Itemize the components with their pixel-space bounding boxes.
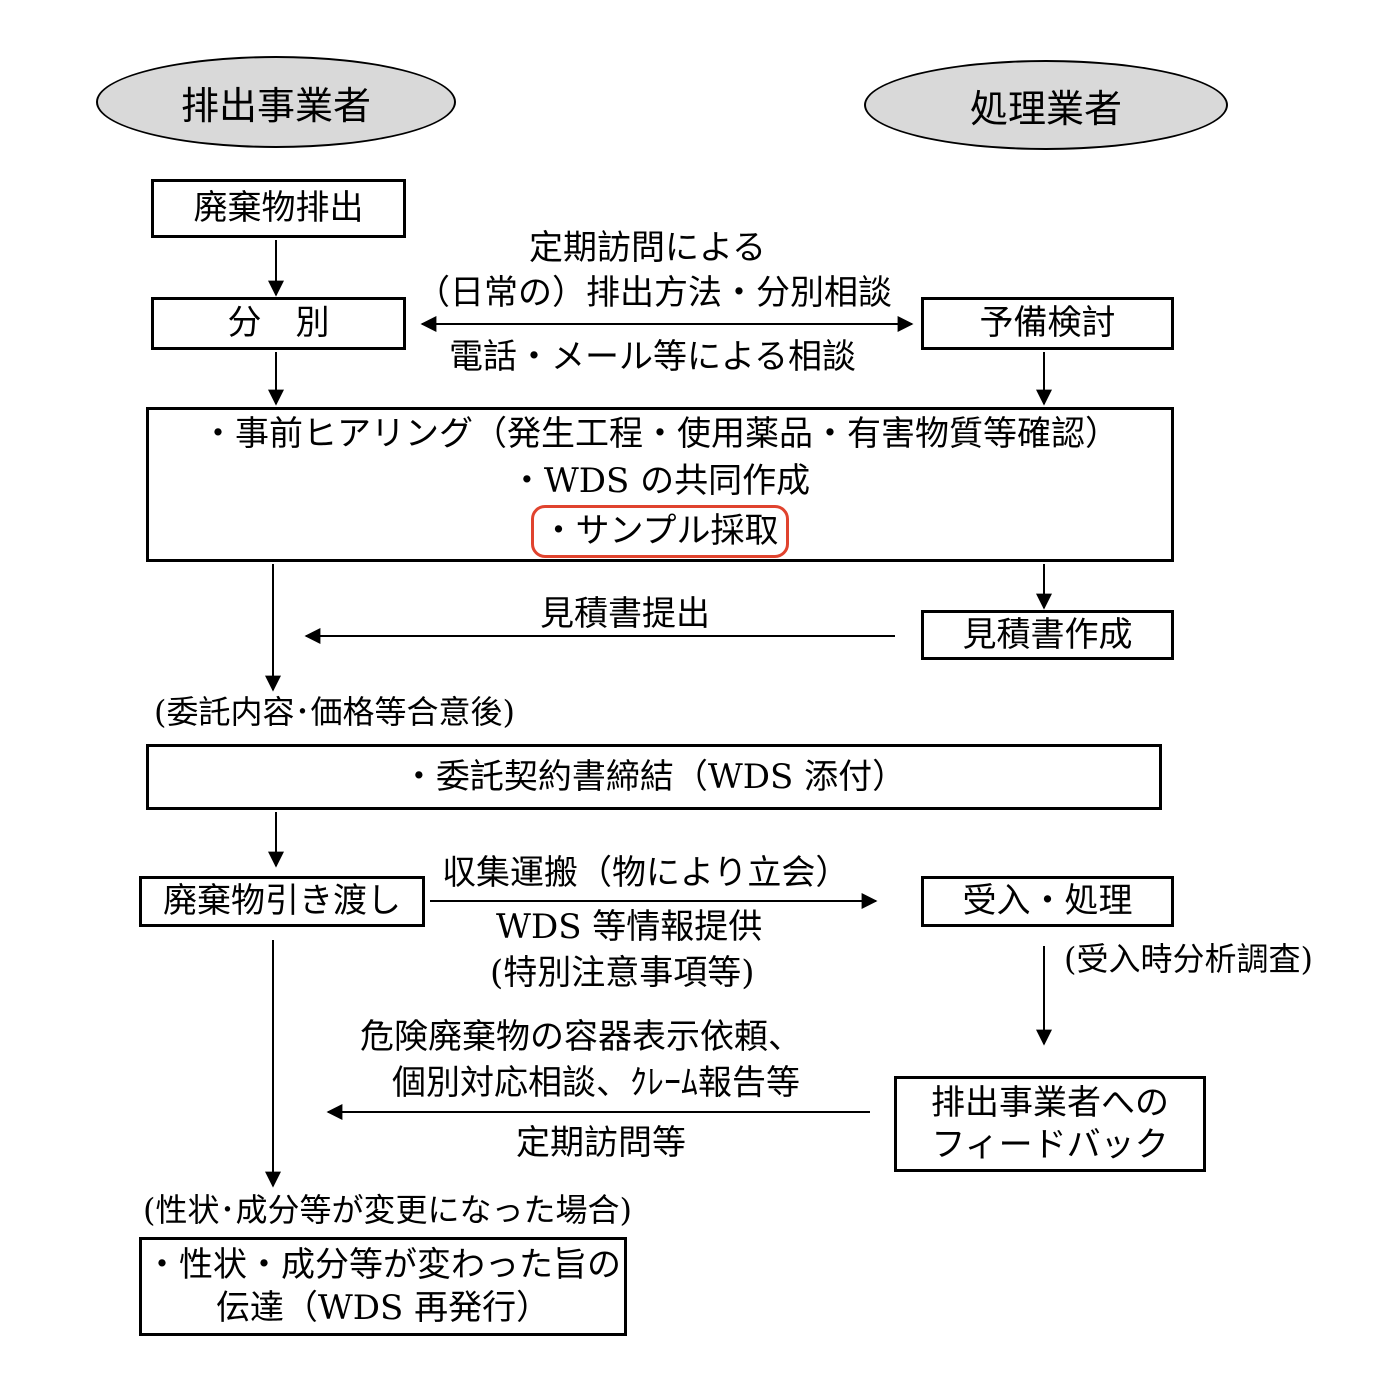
- box-hikiwatashi: 廃棄物引き渡し: [139, 876, 425, 927]
- box-mitsumori-sakusei-text: 見積書作成: [962, 614, 1133, 655]
- box-bunbetsu: 分 別: [151, 297, 406, 350]
- label-shuushuu-unpan: 収集運搬（物により立会）: [442, 853, 850, 893]
- actor-left-label: 排出事業者: [180, 83, 371, 128]
- label-teiki-houmon-1: 定期訪問による: [529, 228, 766, 268]
- pre-hearing-line1: ・事前ヒアリング（発生工程・使用薬品・有害物質等確認）: [201, 414, 1119, 455]
- pre-hearing-line3-sample: ・サンプル採取: [530, 504, 790, 558]
- box-ukeire-shori-text: 受入・処理: [962, 881, 1133, 922]
- label-denwa-mail: 電話・メール等による相談: [449, 337, 856, 377]
- box-haikibutsu-haishutsu: 廃棄物排出: [151, 179, 406, 238]
- label-mitsumori-teishutsu: 見積書提出: [540, 594, 710, 634]
- label-seijou-henkou: (性状･成分等が変更になった場合): [143, 1191, 632, 1229]
- feedback-line2: フィードバック: [931, 1125, 1169, 1165]
- box-hikiwatashi-text: 廃棄物引き渡し: [163, 881, 401, 922]
- actor-shori-gyousha: 処理業者: [864, 60, 1228, 150]
- box-haikibutsu-haishutsu-text: 廃棄物排出: [193, 188, 364, 229]
- box-dentatsu: ・性状・成分等が変わった旨の 伝達（WDS 再発行）: [139, 1237, 627, 1336]
- dentatsu-line2: 伝達（WDS 再発行）: [215, 1287, 551, 1328]
- label-teiki-houmon-2: （日常の）排出方法・分別相談: [416, 273, 892, 313]
- label-ukeire-chousa: (受入時分析調査): [1064, 940, 1313, 978]
- label-kiken-1: 危険廃棄物の容器表示依頼、: [360, 1017, 802, 1057]
- label-wds-info-2: (特別注意事項等): [490, 953, 755, 993]
- box-itaku-keiyaku: ・委託契約書締結（WDS 添付）: [146, 744, 1162, 810]
- box-itaku-keiyaku-text: ・委託契約書締結（WDS 添付）: [401, 756, 907, 797]
- pre-hearing-line2: ・WDS の共同作成: [509, 461, 811, 502]
- box-pre-hearing: ・事前ヒアリング（発生工程・使用薬品・有害物質等確認） ・WDS の共同作成 ・…: [146, 407, 1174, 562]
- actor-haishutsu-jigyousha: 排出事業者: [96, 56, 456, 148]
- dentatsu-line1: ・性状・成分等が変わった旨の: [145, 1245, 621, 1285]
- box-ukeire-shori: 受入・処理: [921, 876, 1174, 927]
- box-bunbetsu-text: 分 別: [227, 303, 330, 344]
- label-wds-info-1: WDS 等情報提供: [496, 907, 763, 947]
- label-teiki-houmon-tou: 定期訪問等: [516, 1123, 686, 1163]
- box-yobi-kentou: 予備検討: [921, 297, 1174, 350]
- feedback-line1: 排出事業者への: [931, 1082, 1169, 1123]
- label-after-agreement: (委託内容･価格等合意後): [154, 693, 515, 731]
- box-yobi-kentou-text: 予備検討: [979, 303, 1116, 344]
- label-kiken-2: 個別対応相談、ｸﾚｰﾑ報告等: [392, 1063, 800, 1103]
- box-mitsumori-sakusei: 見積書作成: [921, 610, 1174, 660]
- actor-right-label: 処理業者: [969, 86, 1122, 131]
- box-feedback: 排出事業者への フィードバック: [894, 1076, 1206, 1172]
